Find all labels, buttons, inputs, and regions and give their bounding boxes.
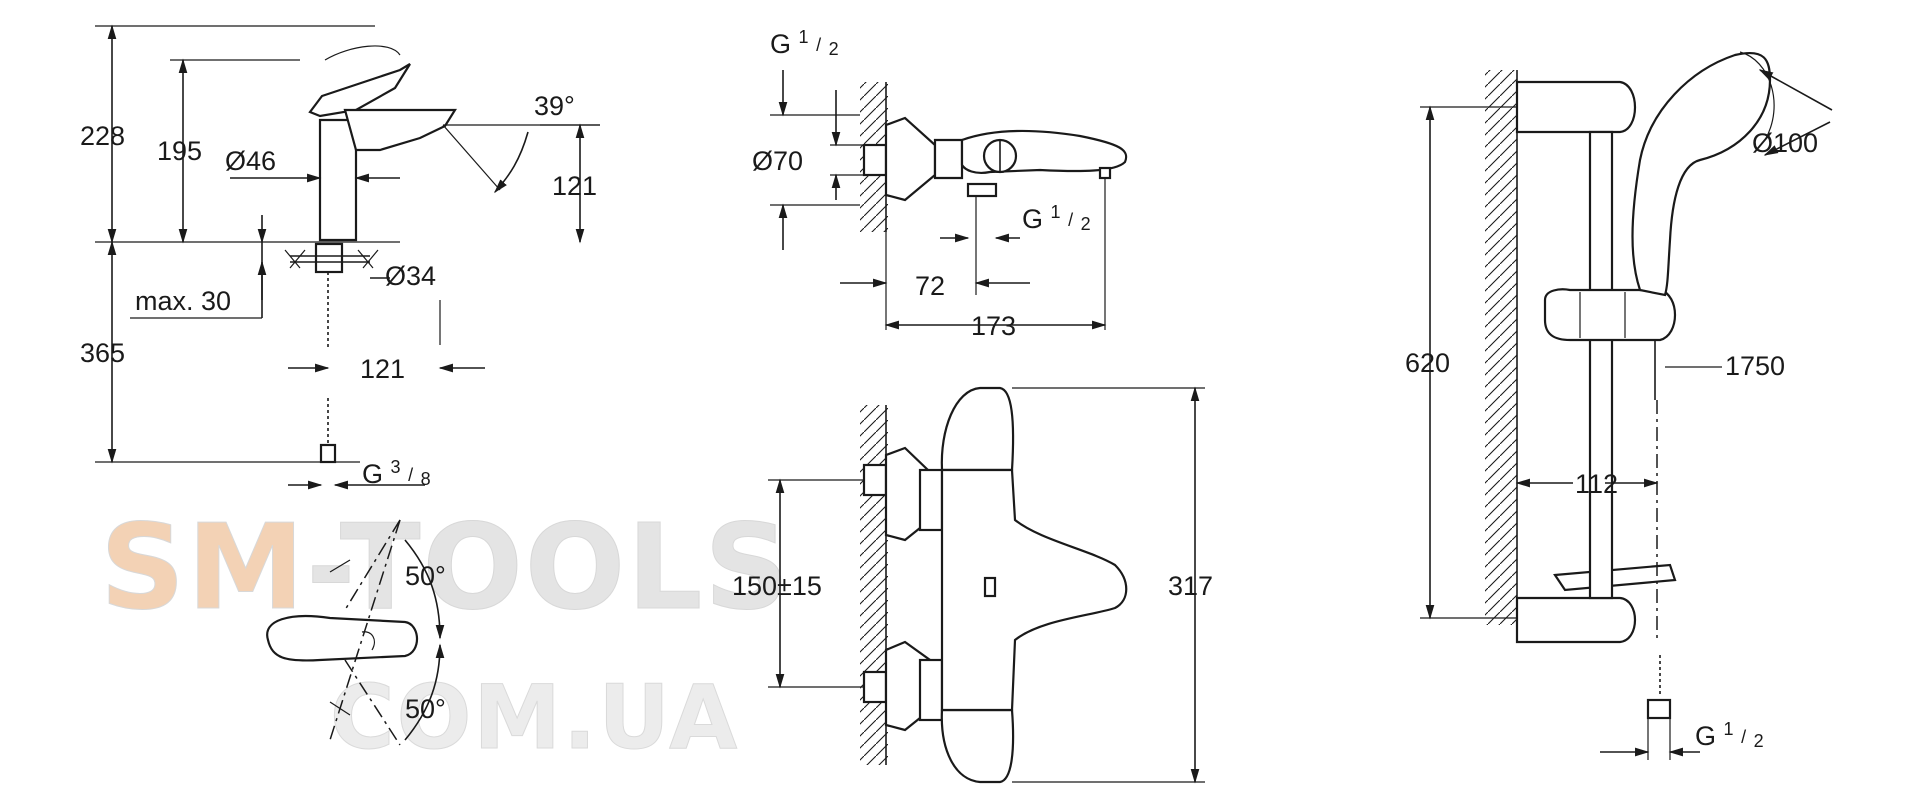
thermostat-drawing [768,386,1205,784]
thread-g38-den: 8 [421,469,431,489]
label-angle-39: 39° [534,91,575,121]
label-height-228: 228 [80,121,125,151]
label-angle-50-upper: 50° [405,561,446,591]
label-hose-1750: 1750 [1725,351,1785,381]
thread-g38-slash: / [408,465,413,485]
watermark-tools: -TOOLS [306,498,791,636]
shower-rail-drawing [1420,51,1833,760]
label-offset-72: 72 [915,271,945,301]
outlet-thread-den: 2 [1081,214,1091,234]
label-height-121: 121 [552,171,597,201]
lever-top-view-drawing [266,519,445,746]
outlet-thread-slash: / [1068,210,1073,230]
thread-g38-num: 3 [391,457,401,477]
label-spacing-150: 150±15 [732,571,822,601]
label-outlet-thread: G 1 / 2 [1022,194,1091,234]
label-hose-thread: G 1 / 2 [1695,711,1764,751]
hose-thread-den: 2 [1754,731,1764,751]
inlet-thread-letter: G [770,29,791,59]
watermark: SM-TOOLS COM.UA [100,498,791,770]
hose-thread-letter: G [1695,721,1716,751]
label-height-365: 365 [80,338,125,368]
label-height-195: 195 [157,136,202,166]
label-height-317: 317 [1168,571,1213,601]
label-diameter-100: Ø100 [1752,128,1818,158]
label-diameter-46: Ø46 [225,146,276,176]
label-projection-173: 173 [971,311,1016,341]
inlet-thread-slash: / [816,35,821,55]
hose-thread-slash: / [1741,727,1746,747]
bath-spout-drawing [770,70,1128,330]
label-length-620: 620 [1405,348,1450,378]
label-diameter-70: Ø70 [752,146,803,176]
watermark-sm: SM [100,498,306,636]
label-angle-50-lower: 50° [405,694,446,724]
thread-g38-letter: G [362,459,383,489]
inlet-thread-num: 1 [799,27,809,47]
watermark-line1: SM-TOOLS [100,498,791,636]
label-reach-121: 121 [360,354,405,384]
label-inlet-thread: G 1 / 2 [770,19,839,59]
outlet-thread-num: 1 [1051,202,1061,222]
label-max-30: max. 30 [135,286,231,316]
label-thread-g38: G 3 / 8 [362,449,431,489]
watermark-line2: COM.UA [330,666,739,769]
inlet-thread-den: 2 [829,39,839,59]
basin-mixer-drawing [95,24,600,490]
label-diameter-34: Ø34 [385,261,436,291]
label-offset-112: 112 [1575,469,1618,499]
hose-thread-num: 1 [1724,719,1734,739]
outlet-thread-letter: G [1022,204,1043,234]
